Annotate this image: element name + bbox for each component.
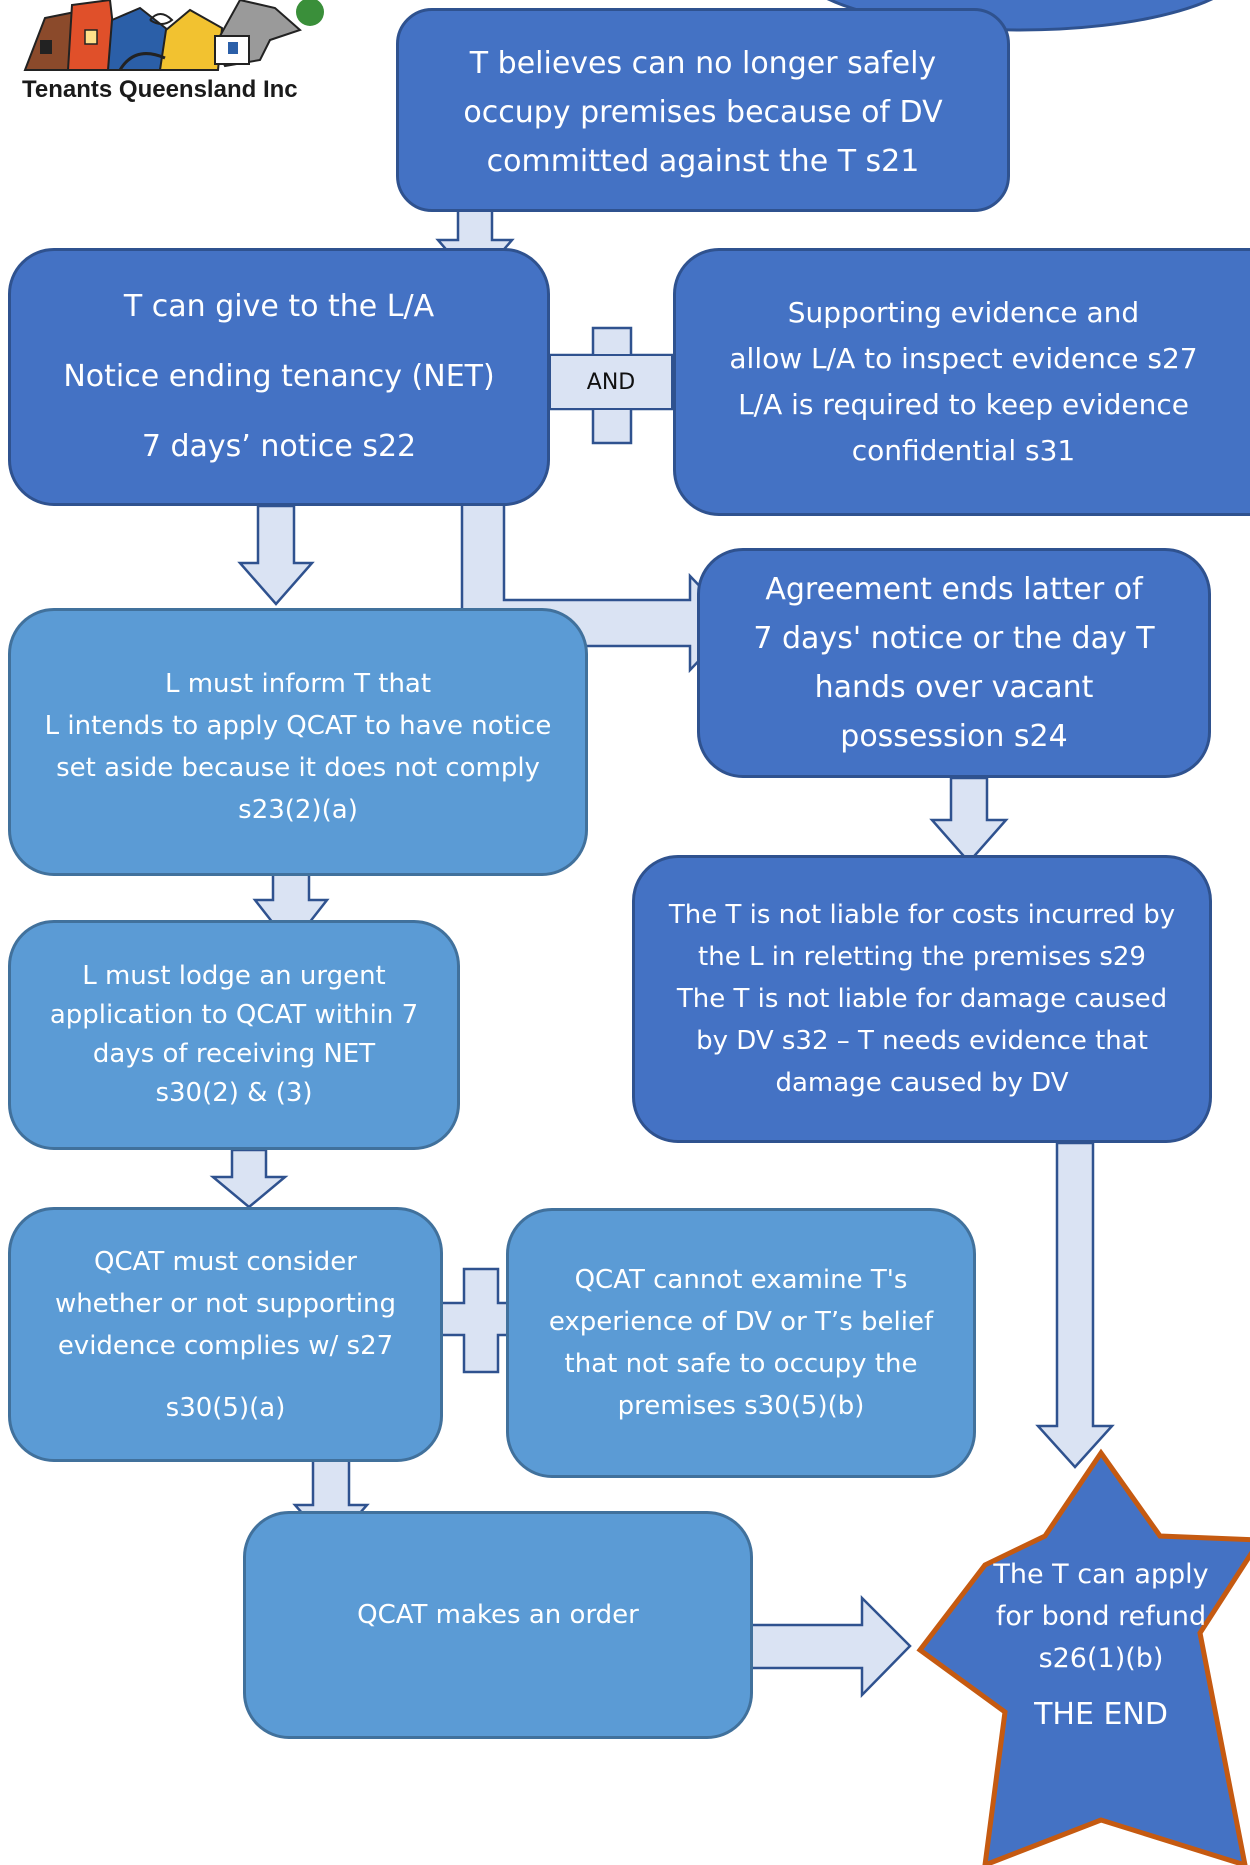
- net-line: Notice ending tenancy (NET): [63, 359, 495, 394]
- lodge-line: L must lodge an urgent: [82, 961, 386, 991]
- evidence-line: Supporting evidence and: [787, 296, 1140, 329]
- start-line: occupy premises because of DV: [463, 94, 943, 130]
- qcat-order-box: QCAT makes an order: [243, 1511, 753, 1739]
- logo-name: Tenants Queensland Inc: [22, 76, 298, 103]
- not-liable-box: The T is not liable for costs incurred b…: [632, 855, 1212, 1143]
- agreement-line: possession s24: [840, 719, 1068, 754]
- end-line: The T can apply: [993, 1559, 1209, 1590]
- and-label: AND: [549, 354, 673, 410]
- evidence-line: allow L/A to inspect evidence s27: [729, 342, 1198, 375]
- lodge-application-box: L must lodge an urgent application to QC…: [8, 920, 460, 1150]
- star-icon: [916, 1448, 1250, 1865]
- not-liable-line: by DV s32 – T needs evidence that: [696, 1026, 1148, 1056]
- agreement-line: Agreement ends latter of: [765, 572, 1143, 607]
- lodge-line: days of receiving NET: [92, 1039, 376, 1069]
- cannot-line: premises s30(5)(b): [617, 1391, 865, 1421]
- cannot-line: that not safe to occupy the: [564, 1349, 918, 1379]
- evidence-line: L/A is required to keep evidence: [738, 388, 1189, 421]
- supporting-evidence-box: Supporting evidence and allow L/A to ins…: [673, 248, 1250, 516]
- the-end-star-text: The T can apply for bond refund s26(1)(b…: [960, 1545, 1242, 1745]
- end-line: THE END: [1034, 1697, 1168, 1732]
- consider-line: s30(5)(a): [165, 1392, 286, 1423]
- landlord-inform-box: L must inform T that L intends to apply …: [8, 608, 588, 876]
- qcat-cannot-box: QCAT cannot examine T's experience of DV…: [506, 1208, 976, 1478]
- cannot-line: QCAT cannot examine T's: [574, 1265, 908, 1295]
- inform-line: L intends to apply QCAT to have notice: [44, 711, 552, 741]
- net-line: T can give to the L/A: [123, 289, 435, 324]
- order-line: QCAT makes an order: [357, 1600, 639, 1630]
- consider-line: evidence complies w/ s27: [57, 1330, 394, 1361]
- end-line: for bond refund: [995, 1601, 1207, 1632]
- inform-line: L must inform T that: [164, 669, 432, 699]
- consider-line: whether or not supporting: [54, 1288, 397, 1319]
- agreement-ends-box: Agreement ends latter of 7 days' notice …: [697, 548, 1211, 778]
- lodge-line: application to QCAT within 7: [49, 1000, 419, 1030]
- notice-ending-tenancy-box: T can give to the L/A Notice ending tena…: [8, 248, 550, 506]
- not-liable-line: damage caused by DV: [775, 1068, 1069, 1098]
- not-liable-line: The T is not liable for damage caused: [676, 984, 1168, 1014]
- house-logo-icon: [23, 0, 324, 71]
- consider-line: QCAT must consider: [94, 1246, 357, 1277]
- net-line: 7 days’ notice s22: [141, 429, 417, 464]
- agreement-line: 7 days' notice or the day T: [753, 621, 1155, 656]
- lodge-line: s30(2) & (3): [155, 1078, 313, 1108]
- evidence-line: confidential s31: [851, 434, 1076, 467]
- inform-line: s23(2)(a): [238, 795, 358, 825]
- not-liable-line: The T is not liable for costs incurred b…: [668, 900, 1176, 930]
- start-line: T believes can no longer safely: [469, 45, 937, 81]
- qcat-consider-box: QCAT must consider whether or not suppor…: [8, 1207, 443, 1462]
- inform-line: set aside because it does not comply: [56, 753, 540, 783]
- not-liable-line: the L in reletting the premises s29: [698, 942, 1146, 972]
- and-text: AND: [586, 369, 636, 395]
- start-box: T believes can no longer safely occupy p…: [396, 8, 1010, 212]
- start-line: committed against the T s21: [486, 143, 920, 179]
- down-arrow-icon: [209, 1148, 289, 1209]
- down-arrow-icon: [237, 504, 315, 606]
- down-arrow-icon: [929, 776, 1009, 864]
- end-line: s26(1)(b): [1038, 1643, 1164, 1674]
- right-arrow-icon: [738, 1594, 912, 1699]
- down-arrow-icon: [1035, 1141, 1115, 1469]
- cannot-line: experience of DV or T’s belief: [548, 1307, 934, 1337]
- agreement-line: hands over vacant: [814, 670, 1094, 705]
